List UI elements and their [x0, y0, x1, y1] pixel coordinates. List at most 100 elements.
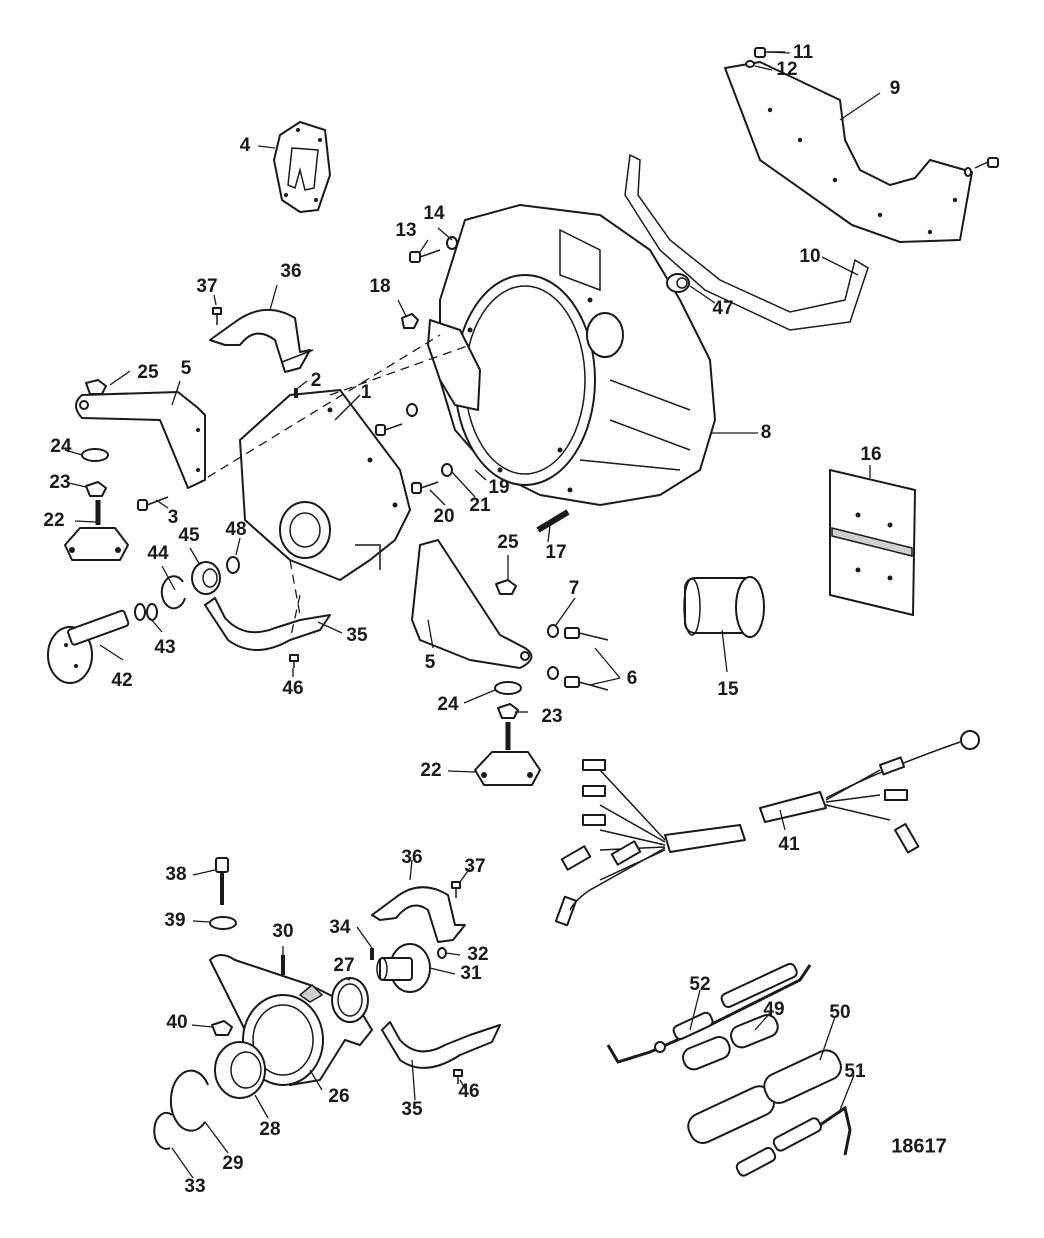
callout-9: 9: [890, 78, 901, 99]
washer-14: [446, 236, 458, 250]
callout-8: 8: [761, 422, 772, 443]
callout-18: 18: [369, 276, 390, 297]
washer-21: [441, 463, 453, 477]
callout-45: 45: [178, 525, 200, 546]
bolt-38: [215, 857, 229, 905]
callout-3: 3: [168, 507, 179, 528]
plug-47: [666, 273, 690, 293]
orings-43: [134, 603, 158, 621]
nut-25-left: [85, 379, 107, 395]
callout-6: 6: [627, 668, 638, 689]
nut-25-right: [495, 579, 517, 595]
callout-25-left: 25: [137, 362, 159, 383]
callout-1: 1: [361, 382, 372, 403]
washer-24-right: [494, 681, 522, 695]
callout-23-right: 23: [541, 706, 562, 727]
callout-4: 4: [240, 135, 251, 156]
callout-5-left: 5: [181, 358, 192, 379]
screw-right: [964, 157, 999, 177]
callout-25-right: 25: [497, 532, 519, 553]
screw-46-lower: [453, 1069, 463, 1084]
harness-41: [554, 730, 980, 927]
callout-48: 48: [225, 519, 246, 540]
clamp-35-upper: [204, 597, 331, 651]
callout-24-left: 24: [50, 436, 72, 457]
washer-24-left: [81, 448, 109, 462]
nut-23-right: [497, 703, 519, 719]
hose-52: [606, 962, 812, 1064]
callout-50: 50: [829, 1002, 850, 1023]
callout-27: 27: [333, 955, 354, 976]
bearing-28: [214, 1041, 266, 1099]
clamp-36-upper: [209, 308, 314, 373]
washer-12: [745, 60, 755, 68]
callout-13: 13: [395, 220, 416, 241]
cover-plate-9: [724, 61, 973, 243]
callout-16: 16: [860, 444, 881, 465]
screw-37-upper: [212, 307, 222, 325]
nut-40: [211, 1020, 233, 1036]
bolt-upper: [375, 403, 418, 436]
callout-33: 33: [184, 1176, 205, 1197]
bolt-20: [411, 481, 439, 494]
callout-41: 41: [778, 834, 800, 855]
callout-7: 7: [569, 578, 580, 599]
callout-43: 43: [154, 637, 175, 658]
callout-36-lower: 36: [401, 847, 422, 868]
hose-50: [687, 1049, 842, 1144]
callout-28: 28: [259, 1119, 280, 1140]
callouts: 1 2 3 4 5 5 6 7 8 9 10 11 12 13 14 15 16…: [43, 42, 946, 1197]
plate-16: [829, 469, 916, 616]
callout-14: 14: [423, 203, 445, 224]
plug-32: [437, 947, 447, 959]
callout-15: 15: [717, 679, 739, 700]
callout-26: 26: [328, 1086, 349, 1107]
callout-20: 20: [433, 506, 454, 527]
leader-lines: [64, 51, 881, 1179]
bracket-5-right: [411, 539, 533, 669]
alignment-line-2: [329, 344, 471, 396]
callout-12: 12: [776, 59, 797, 80]
nut-23-left: [85, 481, 107, 497]
callout-10: 10: [799, 246, 820, 267]
ring-27: [331, 977, 369, 1023]
washer-7: [547, 624, 559, 638]
stud-17: [536, 509, 570, 533]
callout-32: 32: [467, 944, 488, 965]
mount-22-right: [474, 722, 541, 786]
bolt-3: [137, 496, 169, 511]
screw-37-lower: [451, 881, 461, 898]
alignment-line-3: [289, 559, 301, 616]
clamp-36-lower: [371, 886, 466, 943]
ring-44: [160, 575, 186, 610]
callout-49: 49: [763, 999, 784, 1020]
hose-49: [682, 1014, 779, 1071]
callout-42: 42: [111, 670, 132, 691]
callout-24-right: 24: [437, 694, 459, 715]
callout-37-upper: 37: [196, 276, 217, 297]
callout-17: 17: [545, 542, 566, 563]
callout-37-lower: 37: [464, 856, 485, 877]
cover-19: [427, 319, 481, 411]
plate-4: [273, 121, 331, 213]
callout-38: 38: [165, 864, 186, 885]
hose-51: [735, 1105, 852, 1177]
callout-46-lower: 46: [458, 1081, 479, 1102]
callout-39: 39: [164, 910, 185, 931]
flange-31: [376, 943, 431, 993]
callout-51: 51: [844, 1061, 866, 1082]
alignment-line-1: [194, 334, 441, 486]
cap-15: [683, 576, 765, 638]
coupler-42: [47, 609, 130, 684]
alignment-line-4: [289, 594, 301, 641]
figure-number: 18617: [891, 1135, 947, 1157]
callout-34: 34: [329, 917, 351, 938]
callout-44: 44: [147, 543, 169, 564]
callout-30: 30: [272, 921, 293, 942]
ring-33: [153, 1111, 173, 1150]
bracket-5-left: [75, 391, 206, 489]
bolt-13: [409, 249, 441, 263]
clamp-35-lower: [381, 1021, 501, 1069]
screw-46-upper: [289, 654, 299, 668]
